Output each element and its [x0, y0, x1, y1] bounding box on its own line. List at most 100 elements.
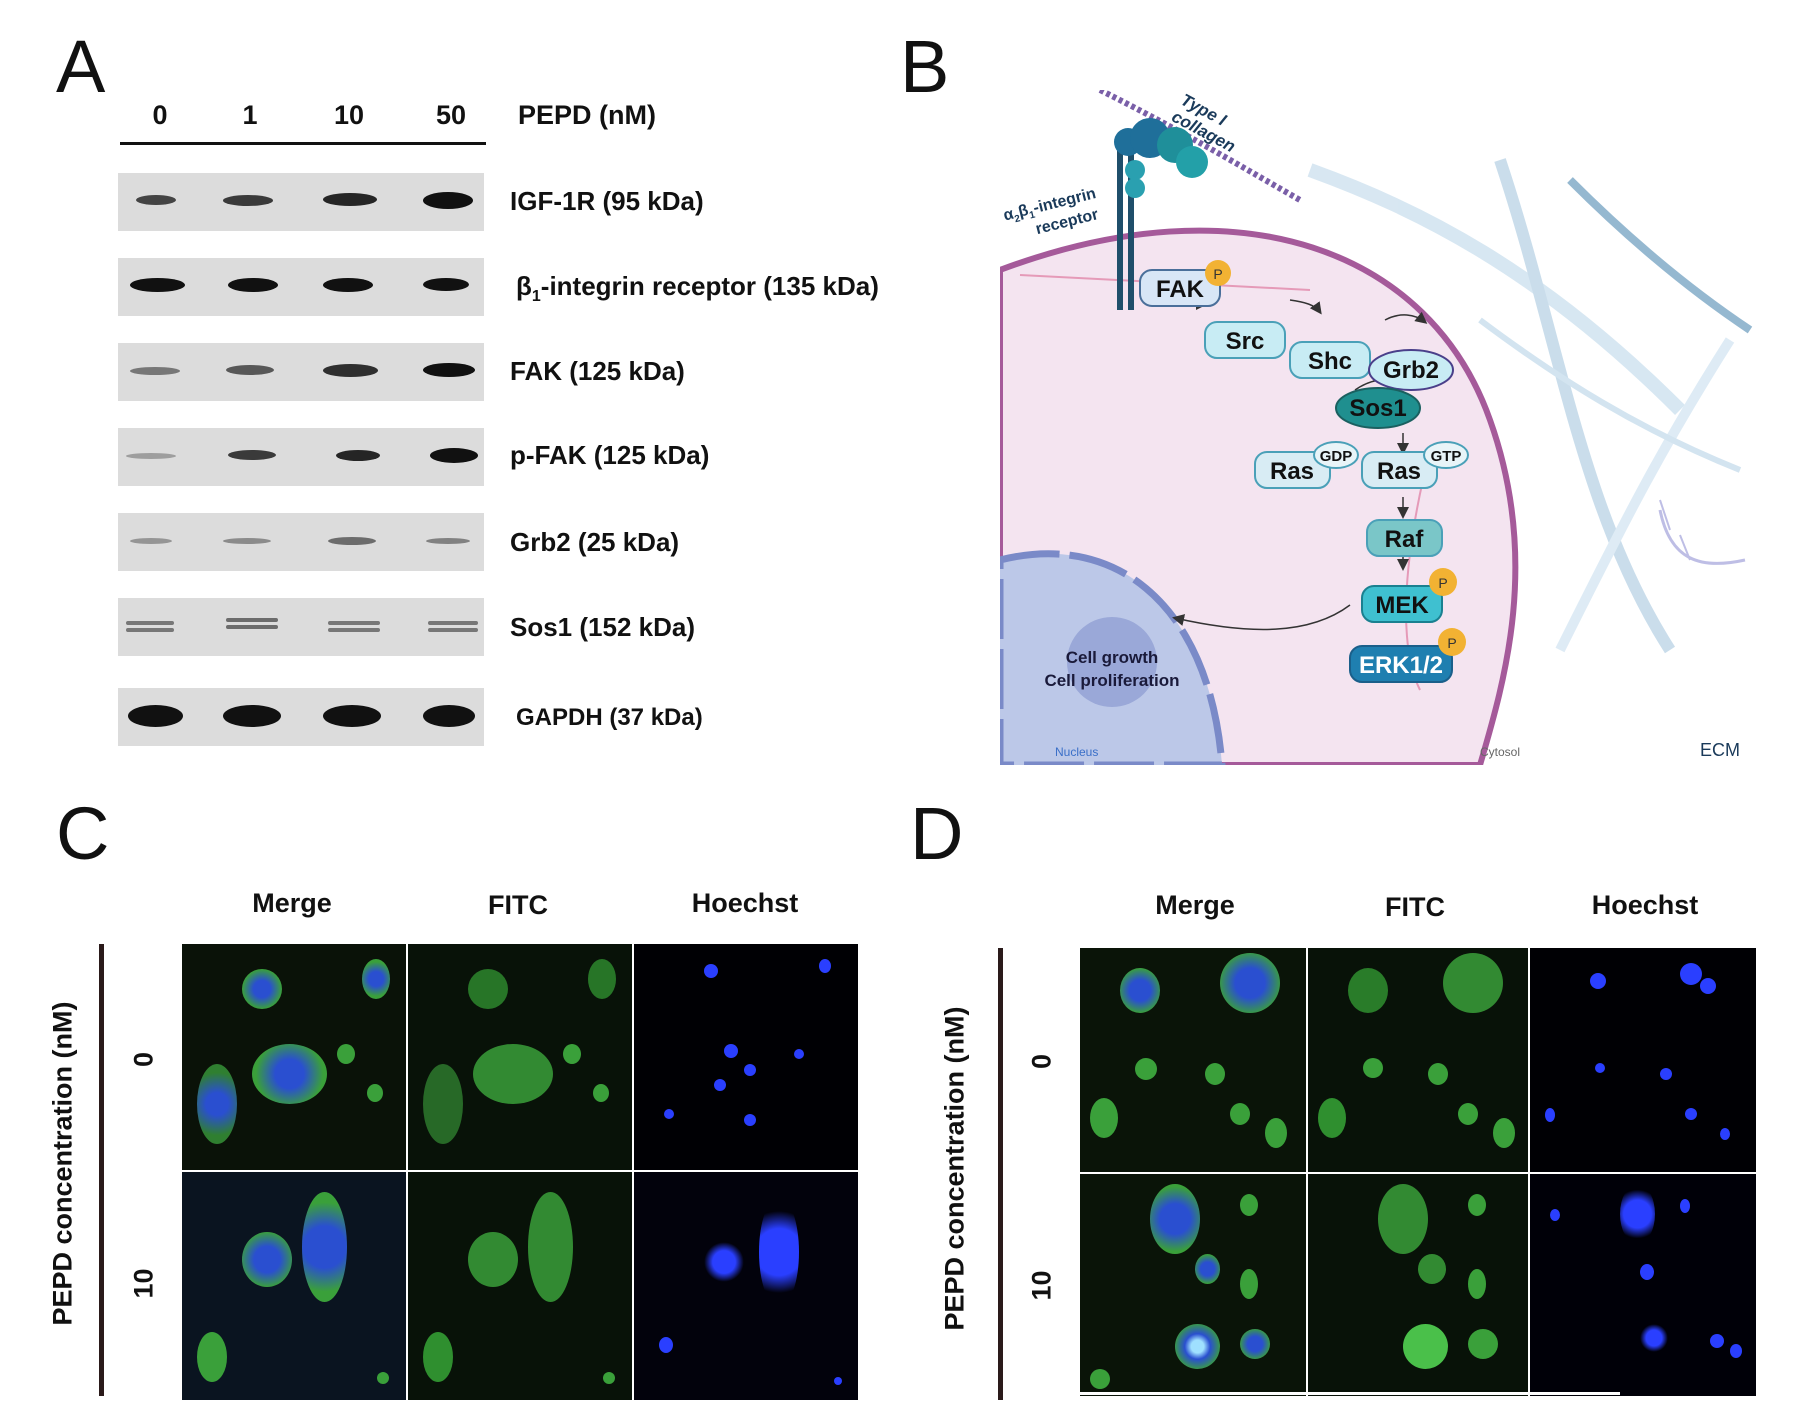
micro-d-hoechst-10	[1530, 1174, 1756, 1396]
col-head-fitc-d: FITC	[1385, 892, 1445, 922]
row-label-c-0: 0	[128, 1051, 159, 1068]
band	[130, 538, 172, 544]
band	[323, 705, 381, 727]
ecm-label: ECM	[1700, 740, 1740, 760]
micro-c-fitc-0	[408, 944, 632, 1170]
p-badge: P	[1447, 635, 1456, 651]
collagen-fiber	[1098, 90, 1302, 203]
pepd-unit-label: PEPD (nM)	[518, 100, 656, 130]
band	[423, 278, 469, 291]
band	[328, 628, 380, 632]
micro-c-hoechst-10	[634, 1172, 858, 1400]
micro-c-merge-0	[182, 944, 406, 1170]
blot-label-igf1r: IGF-1R (95 kDa)	[510, 186, 704, 216]
band	[136, 195, 176, 205]
micro-d-merge-10	[1080, 1174, 1306, 1396]
node-erk: ERK1/2	[1359, 652, 1443, 679]
band	[423, 192, 473, 209]
panel-letter-b: B	[900, 25, 950, 108]
nucleolus	[1067, 617, 1157, 707]
node-raf: Raf	[1385, 526, 1425, 553]
band	[426, 538, 470, 544]
blot-label-p-fak: p-FAK (125 kDa)	[510, 440, 710, 470]
micro-c-fitc-10	[408, 1172, 632, 1400]
band	[126, 621, 174, 625]
lane-header-line	[120, 142, 486, 145]
band	[228, 450, 276, 460]
ylabel-c: PEPD concentration (nM)	[47, 1001, 78, 1326]
band	[323, 193, 377, 206]
node-gtp: GTP	[1431, 448, 1462, 465]
nucleus-label: Nucleus	[1055, 745, 1098, 759]
ecm-branch	[1658, 509, 1746, 565]
p-badge: P	[1213, 266, 1222, 282]
ylabel-d: PEPD concentration (nM)	[939, 1006, 970, 1331]
band	[428, 621, 478, 625]
blot-grb2	[118, 513, 484, 571]
blot-label-gapdh: GAPDH (37 kDa)	[516, 704, 703, 731]
row-label-c-10: 10	[128, 1268, 159, 1299]
signaling-diagram: FAK P Src Shc Grb2 Sos1 Ras GDP Ras GTP …	[1000, 90, 1753, 765]
lane-label-10: 10	[333, 100, 365, 130]
node-shc: Shc	[1308, 348, 1352, 375]
node-src: Src	[1226, 328, 1265, 355]
scale-bar	[1080, 1392, 1620, 1395]
group-bar-c	[99, 944, 104, 1396]
ecm-fiber	[1567, 177, 1753, 334]
band	[423, 363, 475, 377]
panel-letter-a: A	[56, 25, 106, 108]
micro-c-hoechst-0	[634, 944, 858, 1170]
lane-label-0: 0	[152, 100, 168, 130]
band	[223, 705, 281, 727]
blot-label-b1-integrin: β1-integrin receptor (135 kDa)	[516, 271, 879, 306]
band	[428, 628, 478, 632]
blot-sos1	[118, 598, 484, 656]
ecm-fiber	[1307, 163, 1685, 415]
band	[430, 448, 478, 463]
band	[226, 625, 278, 629]
p-badge: P	[1438, 575, 1447, 591]
micro-d-fitc-0	[1308, 948, 1528, 1172]
col-head-fitc-c: FITC	[488, 890, 548, 920]
ecm-branch	[1659, 499, 1691, 561]
blot-label-sos1: Sos1 (152 kDa)	[510, 612, 695, 642]
band	[223, 195, 273, 206]
band	[130, 367, 180, 375]
band	[228, 278, 278, 292]
label-pre: β	[516, 271, 532, 301]
row-label-d-10: 10	[1026, 1270, 1057, 1301]
col-head-merge-c: Merge	[252, 888, 332, 918]
band	[130, 278, 185, 292]
group-bar-d	[998, 948, 1003, 1400]
blot-fak	[118, 343, 484, 401]
band	[226, 618, 278, 622]
integrin-receptor	[1114, 118, 1208, 310]
node-ras-gtp: Ras	[1377, 458, 1421, 485]
node-grb2: Grb2	[1383, 357, 1439, 384]
micro-d-hoechst-0	[1530, 948, 1756, 1172]
band	[323, 364, 378, 377]
cytosol-label: Cytosol	[1480, 745, 1520, 759]
ecm-fiber	[1478, 317, 1742, 473]
node-mek: MEK	[1375, 592, 1429, 619]
blot-b1-integrin	[118, 258, 484, 316]
cell-growth-label: Cell growth	[1066, 648, 1159, 667]
lane-label-1: 1	[242, 100, 258, 130]
band	[126, 453, 176, 459]
band	[328, 537, 376, 545]
label-sub: 1	[531, 288, 541, 306]
micro-d-merge-0	[1080, 948, 1306, 1172]
col-head-hoechst-c: Hoechst	[691, 888, 799, 918]
band	[323, 278, 373, 292]
node-fak: FAK	[1156, 276, 1205, 303]
panel-letter-c: C	[56, 792, 110, 875]
col-head-merge-d: Merge	[1155, 890, 1235, 920]
node-sos1: Sos1	[1349, 395, 1406, 422]
cell-prolif-label: Cell proliferation	[1044, 671, 1179, 690]
band	[336, 450, 380, 461]
band	[126, 628, 174, 632]
label-post: -integrin receptor (135 kDa)	[540, 271, 879, 301]
row-label-d-0: 0	[1026, 1053, 1057, 1070]
blot-igf1r	[118, 173, 484, 231]
lane-label-50: 50	[435, 100, 467, 130]
